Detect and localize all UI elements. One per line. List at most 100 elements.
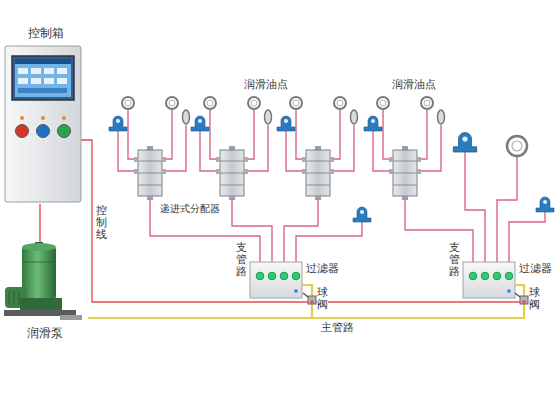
branch-pipes <box>284 200 318 262</box>
lubrication-points <box>122 97 134 109</box>
ball-valves <box>308 296 316 304</box>
lubrication-point-label: 润滑油点 <box>392 78 436 91</box>
lubrication-points <box>512 141 522 151</box>
branch-pipes <box>210 110 216 159</box>
filter-box <box>256 272 264 280</box>
control-line <box>81 140 524 302</box>
branch-pipes <box>334 125 354 171</box>
branch-pipes <box>166 110 172 159</box>
filter-box <box>505 272 513 280</box>
distributor-label: 递进式分配器 <box>160 203 220 215</box>
main-pipe <box>88 285 312 318</box>
node-title: 过滤器 <box>306 262 339 275</box>
branch-pipes <box>166 125 186 171</box>
ball-valves <box>520 296 528 304</box>
control-cabinet <box>16 125 29 138</box>
filter-box <box>481 272 489 280</box>
filter-box <box>250 262 302 298</box>
filter-box <box>280 272 288 280</box>
branch-pipe-label: 支管路 <box>449 242 460 278</box>
filter-box <box>463 262 515 298</box>
lubrication-point-label: 润滑油点 <box>244 78 288 91</box>
lubrication-points <box>109 97 554 222</box>
control-line <box>81 140 524 302</box>
connector-layer <box>40 204 524 318</box>
control-cabinet <box>41 116 45 120</box>
branch-pipes <box>248 110 254 159</box>
lubrication-points <box>364 116 382 131</box>
ball-valves <box>303 293 308 297</box>
node-title: 控制箱 <box>3 26 89 40</box>
control-cabinet <box>12 56 74 100</box>
control-cabinet <box>18 68 28 74</box>
control-cabinet <box>18 88 67 93</box>
filter-node: 过滤器 <box>250 262 302 298</box>
lubrication-pump <box>4 242 82 320</box>
branch-pipes <box>286 131 302 171</box>
ball-valves <box>303 293 528 304</box>
lubrication-pump <box>19 291 20 305</box>
control-cabinet <box>37 125 50 138</box>
lubrication-pump <box>22 247 56 299</box>
control-cabinet <box>57 78 67 84</box>
distributors <box>134 146 166 200</box>
lubrication-points <box>191 116 209 131</box>
filter-box <box>292 272 300 280</box>
distributors <box>389 146 421 200</box>
control-cabinet <box>20 116 24 120</box>
ball-valves <box>522 300 526 304</box>
branch-pipes <box>465 152 485 262</box>
lubrication-points <box>277 116 295 131</box>
control-cabinet <box>57 68 67 74</box>
branch-pipes <box>497 157 517 262</box>
branch-pipes <box>118 110 545 262</box>
branch-pipes <box>296 110 302 159</box>
control-cabinet <box>62 116 66 120</box>
lubrication-pump <box>9 291 10 305</box>
node-title: 过滤器 <box>519 262 552 275</box>
branch-pipe-label: 支管路 <box>236 242 247 278</box>
filter-box <box>507 289 511 293</box>
branch-pipes <box>200 131 216 171</box>
node-title: 润滑泵 <box>2 326 88 340</box>
ball-valve-label: 球阀 <box>317 287 328 311</box>
control-cabinet <box>44 78 54 84</box>
ball-valves <box>515 293 520 297</box>
control-line <box>39 204 40 242</box>
control-cabinet <box>31 78 41 84</box>
control-cabinet <box>31 68 41 74</box>
branch-pipes <box>334 110 340 159</box>
lubrication-points <box>351 110 358 124</box>
lubrication-points <box>377 97 389 109</box>
distributors <box>302 146 334 200</box>
lubrication-points <box>353 207 371 222</box>
filter-box <box>463 262 515 298</box>
lubrication-pump <box>14 291 15 305</box>
lubrication-pump <box>22 243 56 251</box>
lubrication-pump <box>20 298 62 310</box>
lubrication-points <box>183 110 190 124</box>
lubrication-points <box>204 97 216 109</box>
lubrication-points <box>453 133 476 153</box>
lubrication-points <box>166 97 178 109</box>
main-pipe <box>88 285 524 318</box>
lubrication-points <box>438 110 445 124</box>
branch-pipes <box>509 212 545 262</box>
control-cabinet-node: 控制箱 <box>3 26 89 204</box>
lubrication-pump <box>60 315 82 320</box>
lubrication-points <box>290 97 302 109</box>
lubrication-points <box>265 110 272 124</box>
branch-pipes <box>421 125 441 171</box>
control-cabinet <box>18 78 28 84</box>
branch-pipes <box>296 222 362 262</box>
filter-box <box>250 262 302 298</box>
control-cabinet <box>44 68 54 74</box>
lubrication-points <box>109 116 127 131</box>
branch-pipes <box>128 110 134 159</box>
lubrication-points <box>334 97 346 109</box>
filter-box <box>469 272 477 280</box>
